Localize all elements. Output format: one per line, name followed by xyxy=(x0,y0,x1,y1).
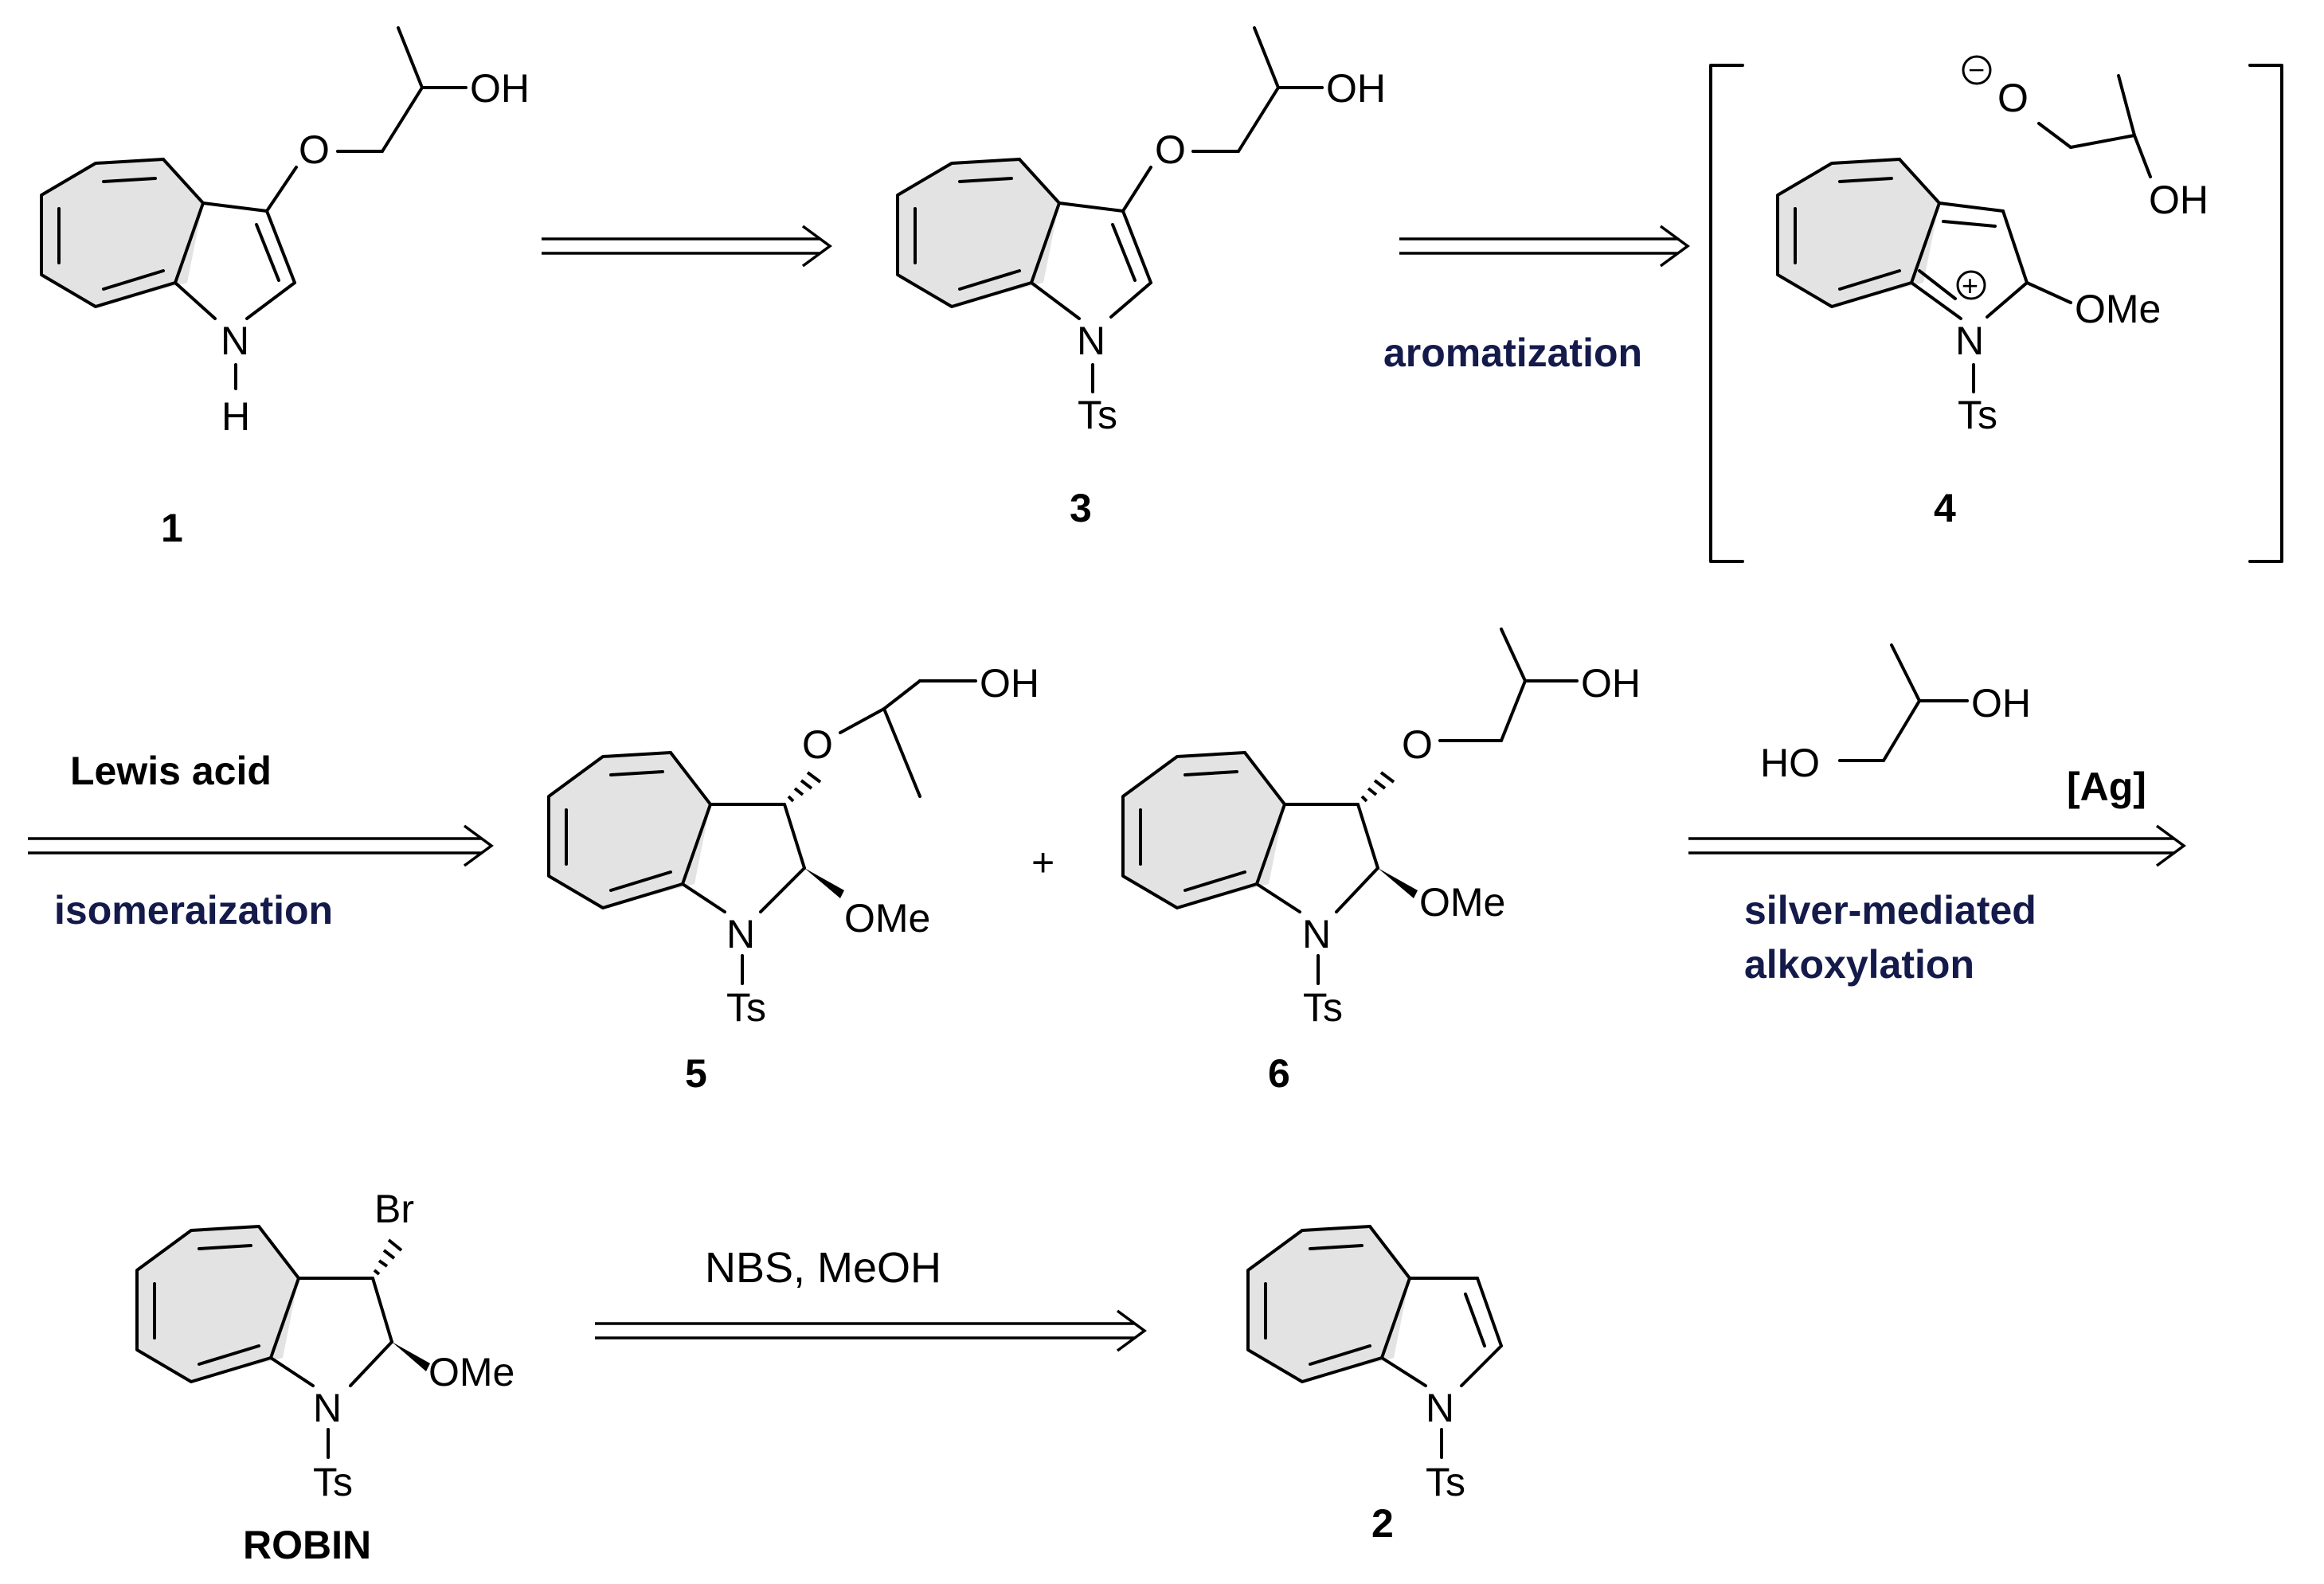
atom-label: OMe xyxy=(2075,287,2161,331)
compound-number-3: 3 xyxy=(1070,486,1092,530)
benzo-ring-fill xyxy=(549,753,710,908)
atom-label: N xyxy=(1077,319,1105,363)
condition-nbs-meoh: NBS, MeOH xyxy=(705,1244,941,1292)
bracket-right xyxy=(2248,64,2283,563)
atom-label: Ts xyxy=(1078,393,1117,437)
wedge-bond xyxy=(1378,868,1418,898)
atom-label: OH xyxy=(2149,178,2209,222)
hashed-bond xyxy=(1360,771,1395,803)
atom-label: OH xyxy=(1326,66,1386,111)
wedge-bond xyxy=(392,1342,430,1371)
condition-silver-catalyst: [Ag] xyxy=(2067,765,2146,809)
atom-label: Ts xyxy=(1303,985,1343,1030)
bracket-left xyxy=(1709,64,1744,563)
arrow-2 xyxy=(1399,225,1690,268)
atom-label: Ts xyxy=(1426,1460,1465,1504)
atom-label: H xyxy=(221,394,250,439)
condition-silver-mediated: silver-mediated xyxy=(1744,888,2036,933)
compound-number-4: 4 xyxy=(1934,486,1956,530)
atom-label: N xyxy=(1426,1386,1454,1430)
atom-label: Ts xyxy=(726,985,766,1030)
atom-label: N xyxy=(1955,319,1984,363)
atom-label: Ts xyxy=(313,1460,353,1504)
compound-number-5: 5 xyxy=(685,1051,707,1096)
compound-number-6: 6 xyxy=(1268,1051,1290,1096)
benzo-ring-fill xyxy=(1248,1226,1410,1382)
compound-number-2: 2 xyxy=(1371,1501,1394,1546)
arrow-5 xyxy=(595,1309,1147,1352)
arrow-1 xyxy=(542,225,832,268)
plus-sign: + xyxy=(1031,840,1054,885)
atom-label: N xyxy=(221,319,249,363)
atom-label: Br xyxy=(374,1187,414,1231)
hashed-bond xyxy=(373,1238,403,1276)
compound-label-robin: ROBIN xyxy=(243,1523,371,1567)
atom-label: OH xyxy=(980,661,1039,706)
compound-2-structure xyxy=(1246,1225,1503,1459)
atom-label: OH xyxy=(1581,661,1641,706)
condition-aromatization: aromatization xyxy=(1383,330,1642,375)
benzo-ring-fill xyxy=(137,1226,299,1382)
hashed-bond xyxy=(787,771,822,803)
atom-label: N xyxy=(313,1386,342,1430)
propanediol-structure xyxy=(1838,643,1969,762)
atom-label: OH xyxy=(470,66,530,111)
atom-label: O xyxy=(1997,76,2029,120)
wedge-bond xyxy=(804,868,844,898)
compound-number-1: 1 xyxy=(161,506,183,550)
robin-structure xyxy=(135,1225,430,1459)
arrow-4 xyxy=(1688,824,2186,867)
compound-6-structure xyxy=(1121,628,1579,985)
atom-label: OMe xyxy=(844,896,930,941)
compound-3-structure xyxy=(896,26,1324,393)
atom-label: N xyxy=(1302,912,1331,956)
condition-alkoxylation: alkoxylation xyxy=(1744,942,1974,987)
atom-label: Ts xyxy=(1958,393,1997,437)
compound-1-structure xyxy=(40,26,468,390)
compound-5-structure xyxy=(547,679,977,985)
condition-isomerization: isomeraization xyxy=(54,888,333,933)
atom-label: O xyxy=(299,127,330,172)
arrow-3 xyxy=(28,824,494,867)
atom-label: OH xyxy=(1971,681,2031,726)
atom-label: O xyxy=(802,722,833,767)
charge-plus: + xyxy=(1962,269,1978,302)
atom-label: OMe xyxy=(1419,880,1505,925)
atom-label: HO xyxy=(1760,741,1820,785)
atom-label: N xyxy=(726,912,755,956)
compound-4-structure xyxy=(1776,55,2152,393)
atom-label: O xyxy=(1402,722,1433,767)
atom-label: OMe xyxy=(428,1350,514,1394)
atom-label: O xyxy=(1155,127,1186,172)
condition-lewis-acid: Lewis acid xyxy=(70,749,272,793)
charge-minus: − xyxy=(1968,53,1985,86)
benzo-ring-fill xyxy=(1123,753,1285,908)
